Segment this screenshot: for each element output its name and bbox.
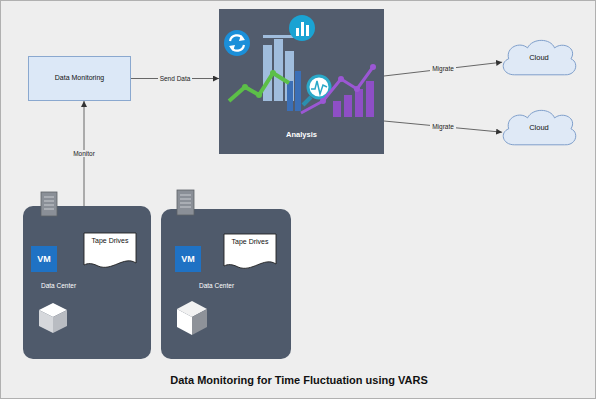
server-icon bbox=[177, 190, 194, 215]
server-icon bbox=[41, 192, 57, 216]
arrow-connector bbox=[384, 121, 502, 132]
edge-label: Send Data bbox=[158, 75, 193, 83]
node-text: VM bbox=[37, 254, 51, 264]
cube-icon bbox=[39, 303, 67, 333]
node-text: Analysis bbox=[286, 131, 317, 140]
node-text: Data Monitoring bbox=[55, 74, 104, 82]
analysis-illustration bbox=[224, 15, 376, 117]
process-box: Data Monitoring bbox=[28, 56, 131, 101]
data-center-panel: VM Tape DrivesData Center bbox=[161, 209, 291, 359]
node-text: Tape Drives bbox=[232, 238, 269, 246]
title-row: Data Monitoring for Time Fluctuation usi… bbox=[1, 370, 596, 388]
node-text: Tape Drives bbox=[92, 237, 129, 245]
node-text: Data Center bbox=[199, 282, 291, 289]
vm-box: VM bbox=[31, 246, 57, 272]
node-text: Cloud bbox=[529, 124, 549, 133]
node-text: Cloud bbox=[529, 54, 549, 63]
tape-document: Tape Drives bbox=[223, 233, 277, 271]
edge-label: Migrate bbox=[430, 65, 456, 73]
edge-label: Monitor bbox=[71, 150, 97, 158]
node-text: VM bbox=[181, 254, 195, 264]
data-center-panel: VM Tape DrivesData Center bbox=[23, 206, 151, 359]
edge-label: Migrate bbox=[430, 123, 456, 131]
analysis-panel: Analysis bbox=[219, 9, 384, 154]
diagram-title: Data Monitoring for Time Fluctuation usi… bbox=[170, 374, 427, 386]
cube-icon bbox=[177, 301, 207, 335]
vm-box: VM bbox=[175, 246, 201, 272]
tape-document: Tape Drives bbox=[83, 232, 137, 270]
node-text: Data Center bbox=[41, 282, 151, 289]
cloud-shape: Cloud bbox=[498, 107, 580, 149]
cloud-shape: Cloud bbox=[498, 37, 580, 79]
arrow-connector bbox=[384, 62, 502, 76]
